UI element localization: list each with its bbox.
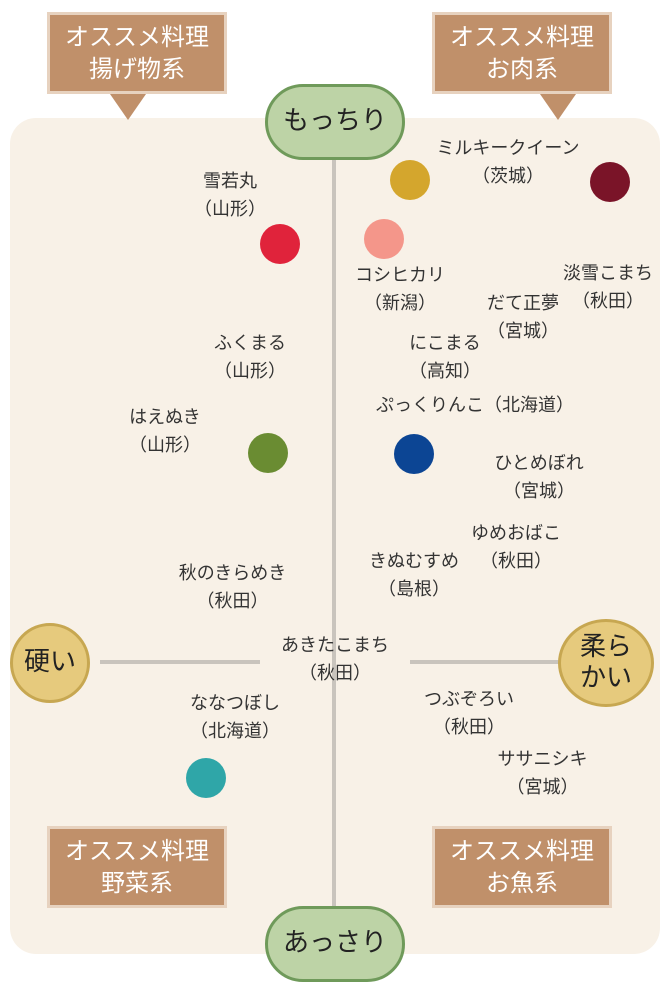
variety-label: にこまる （高知）: [390, 330, 500, 386]
variety-dot-pukkurinko: [394, 434, 434, 474]
variety-region: （宮城）: [506, 777, 579, 798]
vertical-axis: [332, 150, 336, 940]
variety-label: 淡雪こまち （秋田）: [548, 260, 668, 316]
variety-label: ぷっくりんこ（北海道）: [365, 392, 585, 420]
variety-region: （北海道）: [190, 721, 280, 742]
horizontal-axis-left: [100, 660, 260, 664]
variety-label: はえぬき （山形）: [110, 404, 220, 460]
category-label: オススメ料理: [450, 22, 594, 51]
category-top-left: オススメ料理 揚げ物系: [47, 12, 227, 94]
axis-top-text: もっちり: [282, 106, 387, 137]
variety-name: ゆめおばこ: [471, 523, 561, 544]
axis-top-label: もっちり: [265, 84, 405, 160]
variety-label: あきたこまち （秋田）: [260, 632, 410, 688]
variety-label: ゆめおばこ （秋田）: [456, 520, 576, 576]
variety-dot-yukiwakamaru: [260, 224, 300, 264]
category-type: お魚系: [486, 869, 558, 897]
variety-label: ササニシキ （宮城）: [480, 746, 605, 802]
variety-label: だて正夢 （宮城）: [468, 290, 578, 346]
variety-label: 秋のきらめき （秋田）: [160, 560, 305, 616]
variety-dot-awayuki-komachi: [590, 162, 630, 202]
variety-name: ミルキークイーン: [436, 138, 580, 159]
variety-label: 雪若丸 （山形）: [180, 168, 280, 224]
category-type: 揚げ物系: [89, 55, 185, 83]
variety-name: 雪若丸: [203, 171, 257, 192]
variety-dot-nanatsuboshi: [186, 758, 226, 798]
category-type: お肉系: [486, 55, 558, 83]
variety-name: 秋のきらめき: [178, 563, 287, 584]
variety-name: はえぬき: [129, 407, 201, 428]
variety-name: ななつぼし: [190, 693, 280, 714]
variety-region: （山形）: [129, 435, 201, 456]
variety-name: ひとめぼれ: [494, 453, 584, 474]
variety-region: （秋田）: [299, 663, 371, 684]
variety-region: （秋田）: [433, 717, 505, 738]
variety-region: （秋田）: [196, 591, 269, 612]
axis-right-text: かい: [579, 663, 632, 693]
variety-label: コシヒカリ （新潟）: [340, 262, 460, 318]
axis-right-text: 柔ら: [579, 631, 632, 662]
variety-name: ササニシキ: [497, 749, 588, 770]
category-type: 野菜系: [101, 869, 173, 897]
variety-name: 淡雪こまち: [563, 263, 653, 284]
variety-region: （島根）: [378, 579, 450, 600]
variety-label: ななつぼし （北海道）: [170, 690, 300, 746]
variety-name: コシヒカリ: [355, 265, 445, 286]
variety-label: つぶぞろい （秋田）: [404, 686, 534, 742]
variety-name: にこまる: [409, 333, 481, 354]
variety-region: （秋田）: [572, 291, 644, 312]
variety-region: （宮城）: [503, 481, 575, 502]
variety-name: ぷっくりんこ（北海道）: [376, 395, 574, 416]
variety-dot-koshihikari: [364, 219, 404, 259]
variety-name: だて正夢: [487, 293, 559, 314]
category-top-right: オススメ料理 お肉系: [432, 12, 612, 94]
variety-label: ひとめぼれ （宮城）: [474, 450, 604, 506]
variety-label: ふくまる （山形）: [190, 330, 310, 386]
variety-name: ふくまる: [214, 333, 286, 354]
category-label: オススメ料理: [65, 836, 209, 865]
callout-tail: [540, 94, 576, 120]
axis-bottom-text: あっさり: [282, 928, 387, 959]
variety-dot-milky-queen: [390, 160, 430, 200]
category-bottom-right: オススメ料理 お魚系: [432, 826, 612, 908]
axis-left-label: 硬い: [10, 623, 90, 703]
category-label: オススメ料理: [450, 836, 594, 865]
category-bottom-left: オススメ料理 野菜系: [47, 826, 227, 908]
category-label: オススメ料理: [65, 22, 209, 51]
horizontal-axis-right: [410, 660, 570, 664]
variety-name: あきたこまち: [281, 635, 389, 656]
variety-name: きぬむすめ: [369, 551, 459, 572]
variety-region: （秋田）: [480, 551, 552, 572]
variety-region: （高知）: [409, 361, 481, 382]
variety-label: きぬむすめ （島根）: [354, 548, 474, 604]
variety-region: （山形）: [194, 199, 266, 220]
axis-bottom-label: あっさり: [265, 906, 405, 982]
variety-region: （山形）: [214, 361, 286, 382]
variety-region: （茨城）: [472, 166, 544, 187]
callout-tail: [110, 94, 146, 120]
variety-label: ミルキークイーン （茨城）: [408, 135, 608, 191]
variety-name: つぶぞろい: [424, 689, 514, 710]
axis-left-text: 硬い: [23, 647, 76, 678]
variety-region: （新潟）: [364, 293, 436, 314]
axis-right-label: 柔ら かい: [558, 619, 654, 707]
variety-dot-haenuki: [248, 433, 288, 473]
variety-region: （宮城）: [487, 321, 559, 342]
